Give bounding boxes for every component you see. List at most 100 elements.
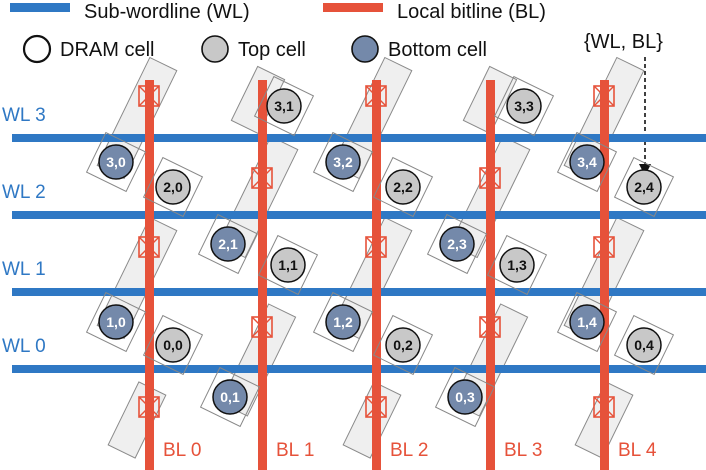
bitline-contact-mark xyxy=(138,236,160,258)
cell-label: 1,1 xyxy=(278,257,298,273)
bitline-2 xyxy=(372,80,381,470)
cell-label: 2,1 xyxy=(218,236,238,252)
bottom-cell xyxy=(98,304,134,340)
top-cell xyxy=(266,88,302,124)
top-cell xyxy=(499,247,535,283)
cell-frame xyxy=(426,213,488,275)
bitline-contact xyxy=(365,396,387,418)
wordline-label-3: WL 3 xyxy=(2,105,46,126)
cell-label: 3,0 xyxy=(106,154,126,170)
bitline-contact xyxy=(593,85,615,107)
cell-label: 3,1 xyxy=(274,98,294,114)
top-cell xyxy=(270,247,306,283)
bitline-label-0: BL 0 xyxy=(163,440,201,461)
cell-label: 2,3 xyxy=(447,236,467,252)
bottom-cell xyxy=(447,379,483,415)
wordline-1 xyxy=(12,288,706,296)
bitline-label-3: BL 3 xyxy=(504,440,542,461)
bottom-cell xyxy=(98,144,134,180)
bitline-contact-mark xyxy=(593,396,615,418)
bitline-contact-mark xyxy=(479,167,501,189)
cell-label: 2,2 xyxy=(393,179,413,195)
cell-frame xyxy=(257,234,319,296)
cell-frame xyxy=(197,213,259,275)
bitline-contact xyxy=(365,236,387,258)
wordline-label-1: WL 1 xyxy=(2,259,46,280)
bitline-contact xyxy=(593,236,615,258)
legend-top-cell-swatch xyxy=(201,35,229,63)
legend-bottom-cell-label: Bottom cell xyxy=(388,39,487,61)
bitline-contact-mark xyxy=(479,316,501,338)
bitline-label-4: BL 4 xyxy=(618,440,657,461)
top-cell xyxy=(385,327,421,363)
top-cell xyxy=(385,169,421,205)
bitline-contact-mark xyxy=(251,167,273,189)
cell-frame xyxy=(613,314,675,376)
wordline-labels: WL 3 WL 2 WL 1 WL 0 xyxy=(2,105,46,357)
cell-frame xyxy=(556,131,618,193)
legend: Sub-wordline (WL) Local bitline (BL) DRA… xyxy=(10,1,546,64)
cell-frame xyxy=(613,156,675,218)
bitline-contact xyxy=(138,396,160,418)
cell-label: 0,3 xyxy=(455,389,475,405)
top-cell xyxy=(155,169,191,205)
cell-frame xyxy=(493,75,555,137)
cell-frame xyxy=(312,131,374,193)
bitline-contact-mark xyxy=(365,236,387,258)
contact-layer xyxy=(138,85,615,418)
cell-label: 1,0 xyxy=(106,314,126,330)
wordline-3 xyxy=(12,134,706,142)
legend-top-cell-label: Top cell xyxy=(238,39,306,61)
bitline-contact xyxy=(251,316,273,338)
cell-frame xyxy=(85,291,147,353)
cell-frame xyxy=(142,314,204,376)
bitline-4 xyxy=(600,80,609,470)
bottom-cell xyxy=(569,144,605,180)
cell-label: 1,2 xyxy=(333,314,353,330)
cell-frame xyxy=(142,156,204,218)
legend-dram-cell-swatch xyxy=(22,34,52,64)
bitline-contact xyxy=(365,85,387,107)
cell-label: 0,4 xyxy=(634,337,654,353)
cell-frame xyxy=(372,314,434,376)
legend-bottom-cell-swatch xyxy=(351,35,379,63)
bottom-cell xyxy=(210,226,246,262)
cell-label: 3,4 xyxy=(577,154,597,170)
cell-frame xyxy=(372,156,434,218)
legend-wordline-label: Sub-wordline (WL) xyxy=(84,1,250,23)
legend-dram-cell-label: DRAM cell xyxy=(60,39,154,61)
wordline-0 xyxy=(12,365,706,373)
cell-frame xyxy=(199,366,261,428)
active-region-strip xyxy=(107,381,167,459)
cell-frame xyxy=(312,291,374,353)
bitline-contact xyxy=(593,396,615,418)
bitline-label-2: BL 2 xyxy=(390,440,428,461)
bitline-contact xyxy=(479,167,501,189)
bottom-cell xyxy=(325,144,361,180)
cell-label: 2,4 xyxy=(634,179,654,195)
annotation-label: {WL, BL} xyxy=(584,31,663,53)
bitline-0 xyxy=(145,80,154,470)
cell-label: 3,2 xyxy=(333,154,353,170)
bitline-labels: BL 0 BL 1 BL 2 BL 3 BL 4 xyxy=(163,440,657,461)
cell-label: 2,0 xyxy=(163,179,183,195)
bottom-cell xyxy=(325,304,361,340)
bitline-contact xyxy=(138,236,160,258)
bitline-contact-mark xyxy=(365,85,387,107)
wordline-label-0: WL 0 xyxy=(2,336,46,357)
wordline-label-2: WL 2 xyxy=(2,182,46,203)
bitline-contact xyxy=(251,167,273,189)
bitline-contact-mark xyxy=(251,316,273,338)
bitline-contact-mark xyxy=(138,85,160,107)
cell-frame xyxy=(85,131,147,193)
bitline-1 xyxy=(258,80,267,470)
top-cell xyxy=(626,169,662,205)
bitline-3 xyxy=(486,80,495,470)
bitline-contact-mark xyxy=(593,85,615,107)
bitline-contact xyxy=(479,316,501,338)
bitline-contact xyxy=(138,85,160,107)
cell-label: 3,3 xyxy=(514,98,534,114)
cell-frame xyxy=(253,75,315,137)
